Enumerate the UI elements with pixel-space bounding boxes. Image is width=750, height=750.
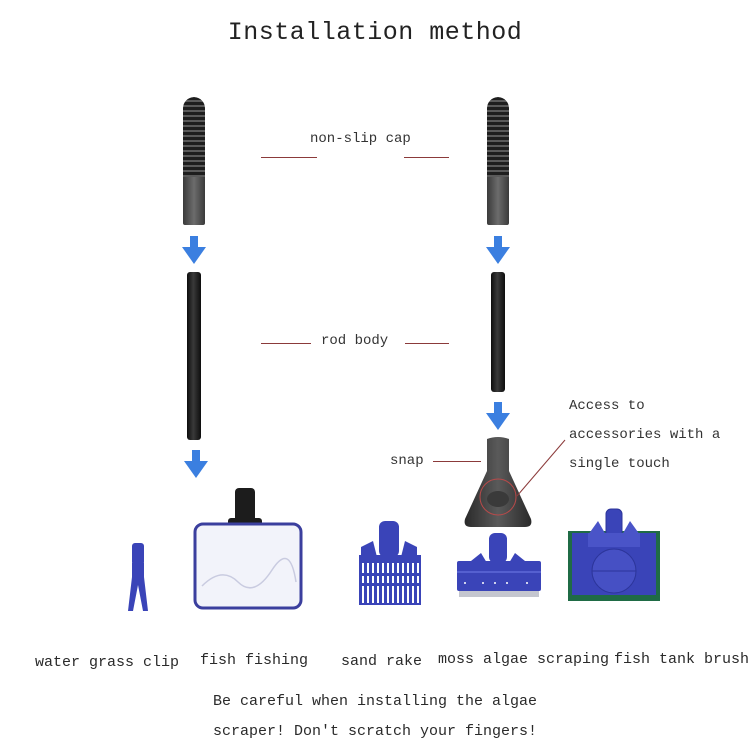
leader-line-diagonal bbox=[516, 439, 566, 497]
caption-fish-fishing: fish fishing bbox=[200, 652, 309, 669]
access-label-line1: Access to bbox=[569, 398, 645, 414]
caption-sand-rake: sand rake bbox=[341, 653, 423, 670]
leader-line bbox=[261, 343, 311, 344]
snap-connector bbox=[464, 437, 532, 527]
down-arrow-icon bbox=[486, 402, 510, 430]
rod-body-right bbox=[491, 272, 505, 392]
caption-fish-tank-brush: fish tank brush bbox=[614, 651, 750, 668]
non-slip-cap-label: non-slip cap bbox=[310, 131, 411, 147]
algae-scraper-icon bbox=[457, 533, 541, 597]
down-arrow-icon bbox=[486, 236, 510, 264]
access-label-line2: accessories with a bbox=[569, 427, 721, 443]
down-arrow-icon bbox=[182, 236, 206, 264]
water-grass-clip-icon bbox=[128, 543, 148, 611]
warning-line-1: Be careful when installing the algae bbox=[212, 693, 538, 710]
rod-body-label: rod body bbox=[321, 333, 389, 349]
leader-line bbox=[405, 343, 449, 344]
page-title: Installation method bbox=[227, 18, 523, 47]
sand-rake-icon bbox=[359, 521, 421, 605]
leader-line bbox=[261, 157, 317, 158]
warning-line-2: scraper! Don't scratch your fingers! bbox=[212, 723, 538, 740]
rod-body-left bbox=[187, 272, 201, 440]
snap-label: snap bbox=[390, 453, 424, 469]
fish-net-icon bbox=[193, 488, 303, 610]
non-slip-cap-left bbox=[183, 97, 205, 225]
caption-water-grass-clip: water grass clip bbox=[35, 654, 180, 671]
caption-moss-algae-scraping: moss algae scraping bbox=[438, 651, 610, 668]
non-slip-cap-right bbox=[487, 97, 509, 225]
tank-brush-icon bbox=[568, 508, 660, 601]
down-arrow-icon bbox=[184, 450, 208, 478]
leader-line bbox=[433, 461, 481, 462]
leader-line bbox=[404, 157, 449, 158]
access-label-line3: single touch bbox=[569, 456, 670, 472]
